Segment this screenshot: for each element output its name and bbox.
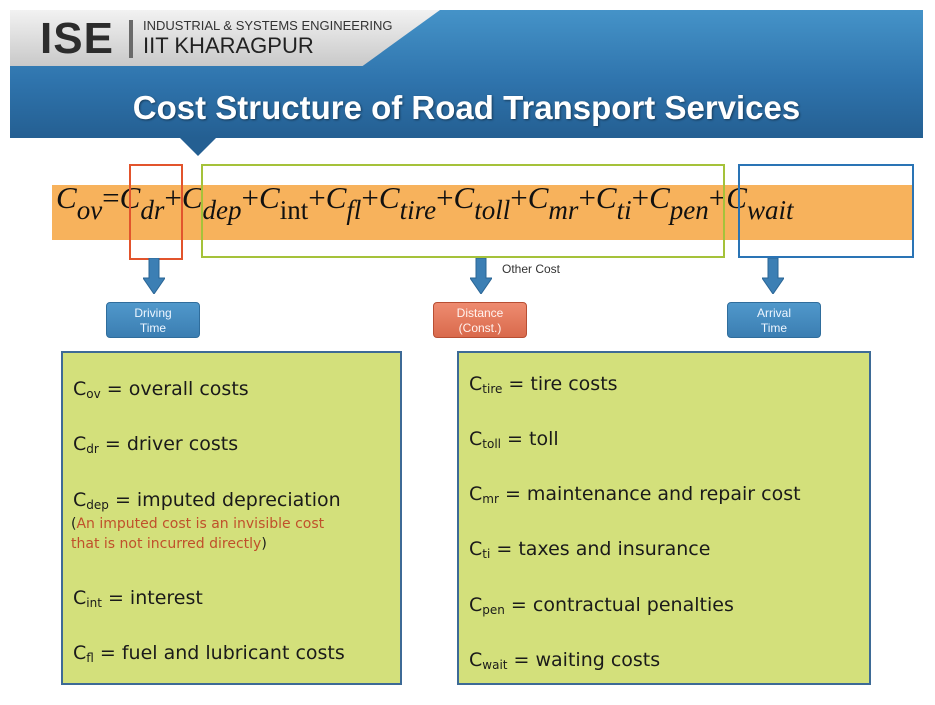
logo-tab xyxy=(10,10,440,66)
cost-formula: Cov=Cdr+Cdep+Cint+Cfl+Ctire+Ctoll+Cmr+Ct… xyxy=(56,180,794,225)
formula-term-mr: Cmr xyxy=(527,180,579,225)
definition-item: Cmr = maintenance and repair cost xyxy=(469,483,801,506)
driving-time-tag: Driving Time xyxy=(106,302,200,338)
driver-cost-outline xyxy=(129,164,183,260)
formula-term-dep: Cdep xyxy=(181,180,242,225)
formula-term-fl: Cfl xyxy=(325,180,362,225)
formula-highlight xyxy=(52,185,914,240)
definitions-right-panel: Ctire = tire costs Ctoll = toll Cmr = ma… xyxy=(457,351,871,685)
definition-item: Cwait = waiting costs xyxy=(469,649,661,672)
formula-term-int: Cint xyxy=(259,180,309,225)
definition-item: Cint = interest xyxy=(73,587,203,610)
department-name: INDUSTRIAL & SYSTEMS ENGINEERING xyxy=(143,18,393,33)
other-cost-label: Other Cost xyxy=(502,262,561,276)
page-title: Cost Structure of Road Transport Service… xyxy=(132,89,801,126)
definition-item: Ctoll = toll xyxy=(469,428,559,451)
down-arrow-icon xyxy=(470,258,492,294)
formula-term-ti: Cti xyxy=(595,180,632,225)
formula-equals: = xyxy=(102,180,120,215)
depreciation-note: (An imputed cost is an invisible cost th… xyxy=(71,516,325,552)
down-arrow-icon xyxy=(762,258,784,294)
logo-divider xyxy=(129,20,133,58)
distance-tag: Distance (Const.) xyxy=(433,302,527,338)
down-arrow-icon xyxy=(143,258,165,294)
formula-term-pen: Cpen xyxy=(649,180,709,225)
banner-pointer xyxy=(180,138,216,156)
definition-item: Cpen = contractual penalties xyxy=(469,594,734,617)
institute-name: IIT KHARAGPUR xyxy=(143,33,314,58)
arrival-time-tag: Arrival Time xyxy=(727,302,821,338)
arrival-cost-outline xyxy=(738,164,914,258)
definition-item: Cfl = fuel and lubricant costs xyxy=(73,642,345,665)
definition-item: Ctire = tire costs xyxy=(469,373,618,396)
formula-term-toll: Ctoll xyxy=(453,180,511,225)
formula-term-tire: Ctire xyxy=(378,180,437,225)
definition-item: Cdr = driver costs xyxy=(73,433,239,456)
definition-item: Cov = overall costs xyxy=(73,378,249,401)
definition-item: Cdep = imputed depreciation xyxy=(73,489,341,512)
other-cost-outline xyxy=(201,164,725,258)
formula-term-wait: Cwait xyxy=(726,180,794,225)
logo-abbreviation: ISE xyxy=(40,14,114,63)
formula-lhs: Cov xyxy=(56,180,103,225)
definition-item: Cti = taxes and insurance xyxy=(469,538,711,561)
definitions-left-panel: Cov = overall costs Cdr = driver costs C… xyxy=(61,351,402,685)
